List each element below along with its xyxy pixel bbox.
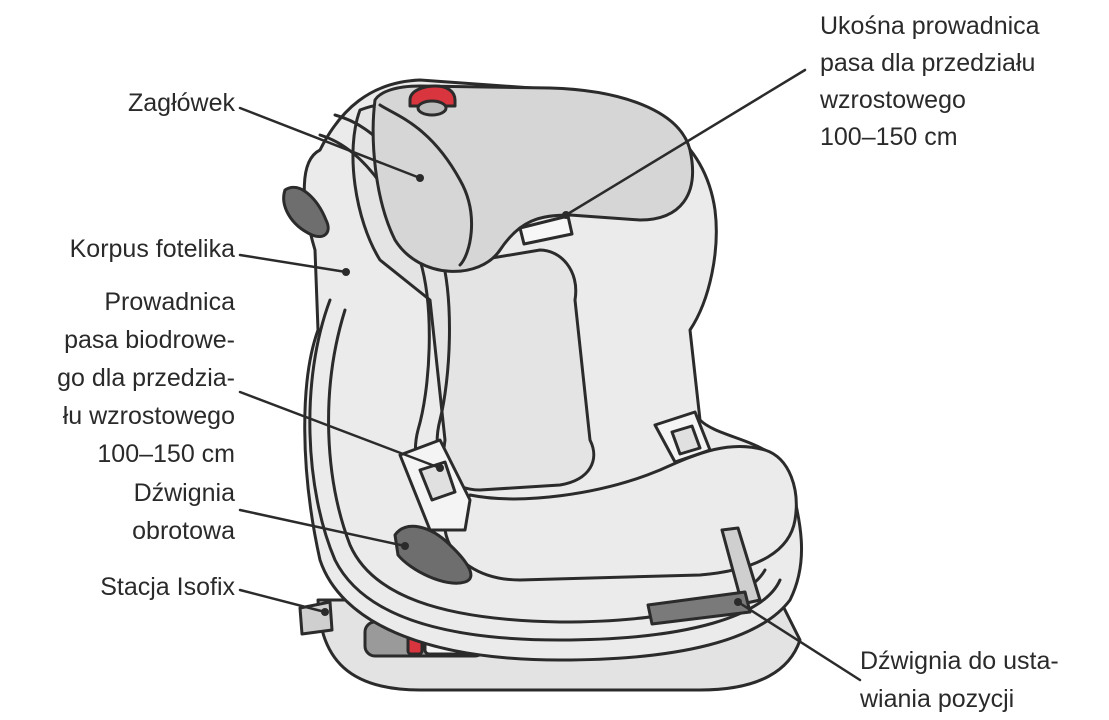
dot-recline-lever — [734, 598, 742, 606]
label-shoulder-belt-guide-line: Ukośna prowadnica — [820, 12, 1040, 40]
seat-cushion — [443, 444, 798, 582]
leader-shell — [238, 253, 348, 274]
leader-isofix — [238, 588, 327, 614]
label-shell-line: Korpus fotelika — [69, 235, 235, 263]
headrest-wing — [378, 103, 474, 267]
lap-belt-guide-right-slot — [670, 424, 702, 456]
dot-lap-belt-guide — [436, 464, 444, 472]
leader-shoulder-belt-guide — [564, 68, 807, 217]
headrest-red-handle — [408, 84, 457, 108]
label-recline-lever-line: wiania pozycji — [860, 685, 1015, 713]
dot-shoulder-belt-guide — [562, 211, 570, 219]
label-lap-belt-guide: Prowadnica pasa biodrowe- go dla przedzi… — [57, 283, 235, 473]
leader-recline-lever — [736, 600, 862, 682]
label-rotation-lever-line: obrotowa — [132, 517, 235, 545]
label-lap-belt-guide-line: Prowadnica — [104, 288, 235, 316]
label-shoulder-belt-guide-line: pasa dla przedziału — [820, 49, 1036, 77]
label-lap-belt-guide-line: go dla przedzia- — [57, 364, 235, 392]
label-shoulder-belt-guide: Ukośna prowadnica pasa dla przedziału wz… — [820, 8, 1040, 156]
side-impact-pad — [282, 185, 330, 238]
label-shoulder-belt-guide-line: 100–150 cm — [820, 123, 958, 151]
leader-lap-belt-guide — [238, 390, 442, 470]
label-lap-belt-guide-line: pasa biodrowe- — [64, 326, 235, 354]
dot-headrest — [416, 174, 424, 182]
shoulder-belt-guide — [518, 214, 574, 246]
headrest-handle-base — [416, 99, 448, 117]
dot-shell — [342, 268, 350, 276]
label-rotation-lever: Dźwignia obrotowa — [132, 474, 235, 550]
label-lap-belt-guide-line: 100–150 cm — [97, 440, 235, 468]
dot-rotation-lever — [401, 542, 409, 550]
lap-belt-guide-slot — [418, 460, 457, 502]
recline-strap — [720, 526, 762, 606]
dot-isofix — [321, 608, 329, 616]
leader-rotation-lever — [238, 508, 407, 548]
label-shell: Korpus fotelika — [70, 232, 235, 266]
recline-lever-part — [646, 590, 752, 626]
label-isofix: Stacja Isofix — [100, 570, 235, 604]
label-recline-lever: Dźwignia do usta- wiania pozycji — [860, 642, 1059, 718]
label-rotation-lever-line: Dźwignia — [133, 479, 235, 507]
label-headrest-line: Zagłówek — [128, 89, 235, 117]
label-recline-lever-line: Dźwignia do usta- — [860, 647, 1059, 675]
label-isofix-line: Stacja Isofix — [100, 573, 235, 601]
label-headrest: Zagłówek — [128, 86, 235, 120]
label-shoulder-belt-guide-line: wzrostowego — [820, 86, 966, 114]
label-lap-belt-guide-line: łu wzrostowego — [62, 402, 235, 430]
rotation-lever-part — [393, 524, 473, 585]
leader-headrest — [238, 106, 422, 180]
seat-side-wing — [308, 298, 782, 642]
